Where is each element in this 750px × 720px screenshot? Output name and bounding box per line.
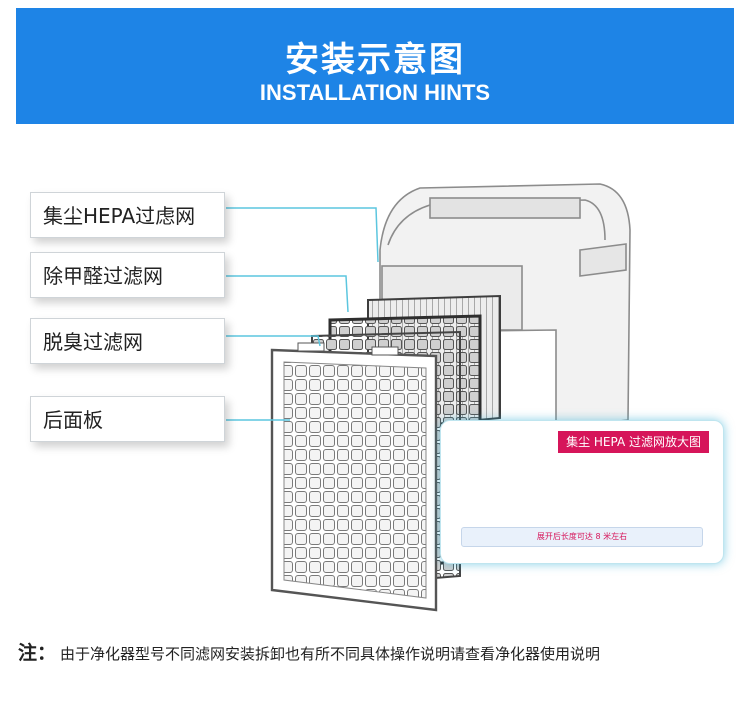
zoom-tag: 集尘 HEPA 过滤网放大图 — [558, 431, 709, 453]
footnote-text: 由于净化器型号不同滤网安装拆卸也有所不同具体操作说明请查看净化器使用说明 — [60, 645, 601, 663]
footnote: 注：由于净化器型号不同滤网安装拆卸也有所不同具体操作说明请查看净化器使用说明 — [18, 638, 600, 665]
page-subtitle: INSTALLATION HINTS — [259, 80, 491, 105]
header-banner: 安装示意图 INSTALLATION HINTS — [16, 8, 734, 124]
label-back-panel: 后面板 — [30, 396, 225, 442]
page-title: 安装示意图 — [285, 40, 465, 80]
label-hepa-filter: 集尘HEPA过虑网 — [30, 192, 225, 238]
leader-lines — [226, 207, 379, 421]
purifier-body — [379, 183, 631, 429]
label-deodorizing-filter: 脱臭过滤网 — [30, 318, 225, 364]
zoom-note: 展开后长度可达 8 米左右 — [461, 527, 703, 547]
zoom-panel: 集尘 HEPA 过滤网放大图 展开后长度可达 8 米左右 — [440, 420, 724, 564]
footnote-prefix: 注： — [18, 642, 57, 664]
label-formaldehyde-filter: 除甲醛过滤网 — [30, 252, 225, 298]
back-panel — [270, 342, 438, 612]
